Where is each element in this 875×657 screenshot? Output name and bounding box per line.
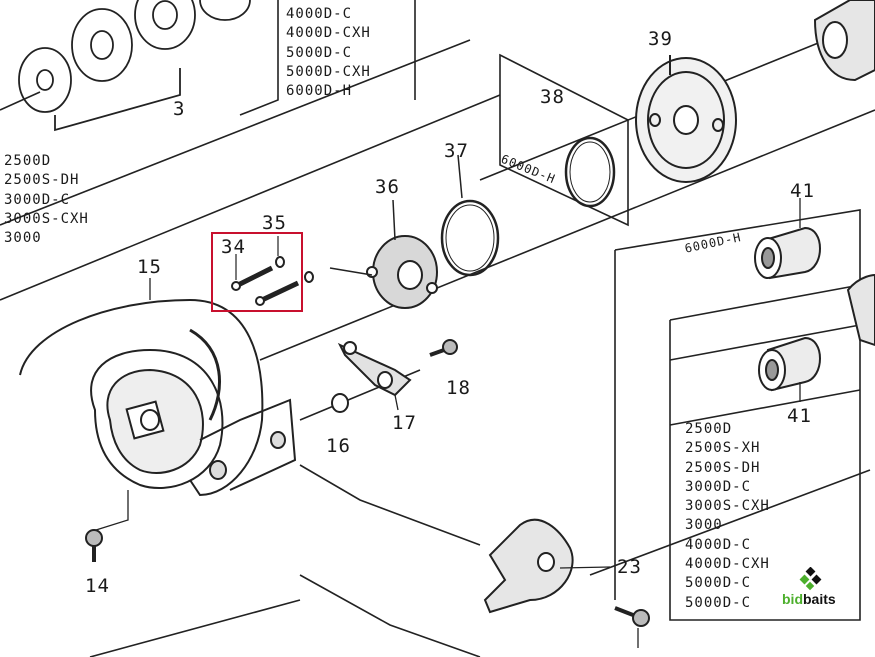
model-item: 4000D-C	[685, 536, 752, 553]
callout-41-bottom: 41	[787, 405, 812, 427]
model-item: 2500S-DH	[685, 459, 761, 476]
model-item: 5000D-C	[685, 594, 752, 611]
callout-41-top: 41	[790, 180, 815, 202]
model-list-right: 2500D 2500S-XH 2500S-DH 3000D-C 3000S-CX…	[685, 420, 770, 613]
logo-mark-icon	[799, 567, 822, 591]
callout-34: 34	[221, 236, 246, 258]
model-item: 2500S-XH	[685, 440, 761, 457]
model-item: 4000D-C	[286, 6, 353, 22]
bidbaits-logo: bidbaits	[782, 567, 842, 613]
model-item: 4000D-CXH	[286, 25, 371, 42]
model-item: 3000S-CXH	[685, 498, 770, 515]
callout-18: 18	[446, 377, 471, 399]
callout-16: 16	[326, 435, 351, 457]
model-item: 2500S-DH	[4, 172, 80, 189]
model-item: 5000D-C	[286, 44, 353, 61]
model-list-top: 4000D-C 4000D-CXH 5000D-C 5000D-CXH 6000…	[286, 5, 371, 101]
model-item: 3000D-C	[685, 478, 752, 495]
reel-body	[19, 278, 297, 531]
model-item: 6000D-H	[286, 83, 353, 100]
callout-3: 3	[173, 98, 186, 120]
callout-14: 14	[85, 575, 110, 597]
callout-15: 15	[137, 256, 162, 278]
callout-37: 37	[444, 140, 469, 162]
callout-23: 23	[617, 556, 642, 578]
model-item: 3000S-CXH	[4, 210, 89, 227]
logo-prefix: bid	[782, 591, 803, 607]
model-item: 3000	[4, 230, 42, 247]
model-item: 5000D-CXH	[286, 63, 371, 80]
model-item: 3000	[685, 517, 723, 534]
logo-text: bidbaits	[782, 591, 836, 607]
logo-suffix: baits	[803, 591, 836, 607]
model-item: 2500D	[4, 153, 52, 169]
model-list-left: 2500D 2500S-DH 3000D-C 3000S-CXH 3000	[4, 152, 89, 248]
washer-stack	[18, 0, 251, 132]
model-item: 2500D	[685, 421, 733, 437]
model-item: 4000D-CXH	[685, 556, 770, 573]
highlight-box	[211, 232, 303, 312]
callout-35: 35	[262, 212, 287, 234]
model-item: 5000D-C	[685, 575, 752, 592]
callout-39: 39	[648, 28, 673, 50]
callout-38: 38	[540, 86, 565, 108]
model-item: 3000D-C	[4, 191, 71, 208]
callout-17: 17	[392, 412, 417, 434]
callout-36: 36	[375, 176, 400, 198]
